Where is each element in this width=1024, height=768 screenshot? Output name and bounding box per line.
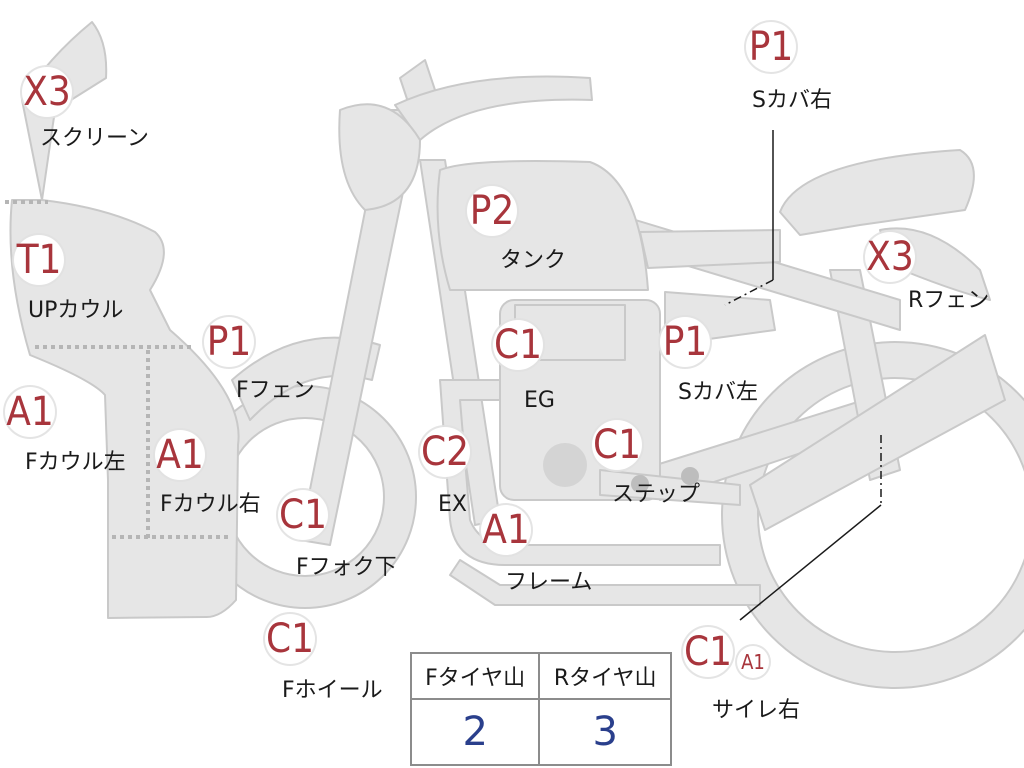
- front-tire-value: 2: [409, 698, 541, 766]
- label-f-fork-lower: Fフォク下: [296, 555, 397, 580]
- badge-s-cover-right: P1: [746, 22, 796, 72]
- rear-tire-header: Rタイヤ山: [538, 652, 672, 700]
- badge-r-fender: X3: [865, 232, 915, 282]
- badge-frame: A1: [481, 505, 531, 555]
- label-step: ステップ: [612, 482, 701, 507]
- fairing: [9, 199, 240, 619]
- rear-wheel: [722, 342, 1024, 688]
- label-up-cowl: UPカウル: [28, 298, 124, 323]
- front-tire-header: Fタイヤ山: [409, 652, 541, 700]
- badge-silencer-right-extra: A1: [737, 646, 769, 678]
- label-s-cover-left: Sカバ左: [678, 380, 758, 405]
- label-screen: スクリーン: [40, 126, 149, 151]
- badge-s-cover-left: P1: [660, 317, 710, 367]
- badge-step: C1: [592, 420, 642, 470]
- badge-up-cowl: T1: [14, 235, 64, 285]
- badge-f-wheel: C1: [265, 614, 315, 664]
- muffler: [749, 334, 1006, 531]
- label-silencer-right: サイレ右: [712, 698, 801, 723]
- badge-eg: C1: [493, 320, 543, 370]
- badge-f-cowl-right: A1: [155, 430, 205, 480]
- badge-f-fender: P1: [204, 317, 254, 367]
- badge-tank: P2: [467, 186, 517, 236]
- label-f-fender: Fフェン: [236, 378, 315, 403]
- label-f-cowl-left: Fカウル左: [25, 450, 126, 475]
- badge-ex: C2: [420, 427, 470, 477]
- label-frame: フレーム: [505, 570, 593, 595]
- label-tank: タンク: [500, 248, 567, 273]
- label-s-cover-right: Sカバ右: [752, 88, 832, 113]
- label-r-fender: Rフェン: [908, 288, 990, 313]
- label-ex: EX: [438, 492, 467, 517]
- label-f-wheel: Fホイール: [282, 678, 383, 703]
- tire-tread-table: Fタイヤ山 Rタイヤ山 2 3: [409, 652, 672, 766]
- badge-silencer-right: C1: [683, 627, 733, 677]
- label-eg: EG: [524, 388, 555, 413]
- headlight: [338, 103, 421, 211]
- seat: [639, 229, 781, 269]
- badge-f-cowl-left: A1: [5, 387, 55, 437]
- badge-f-fork-lower: C1: [278, 490, 328, 540]
- exhaust-pipe: [439, 379, 721, 566]
- rear-tire-value: 3: [538, 698, 672, 766]
- badge-screen: X3: [22, 67, 72, 117]
- label-f-cowl-right: Fカウル右: [160, 492, 261, 517]
